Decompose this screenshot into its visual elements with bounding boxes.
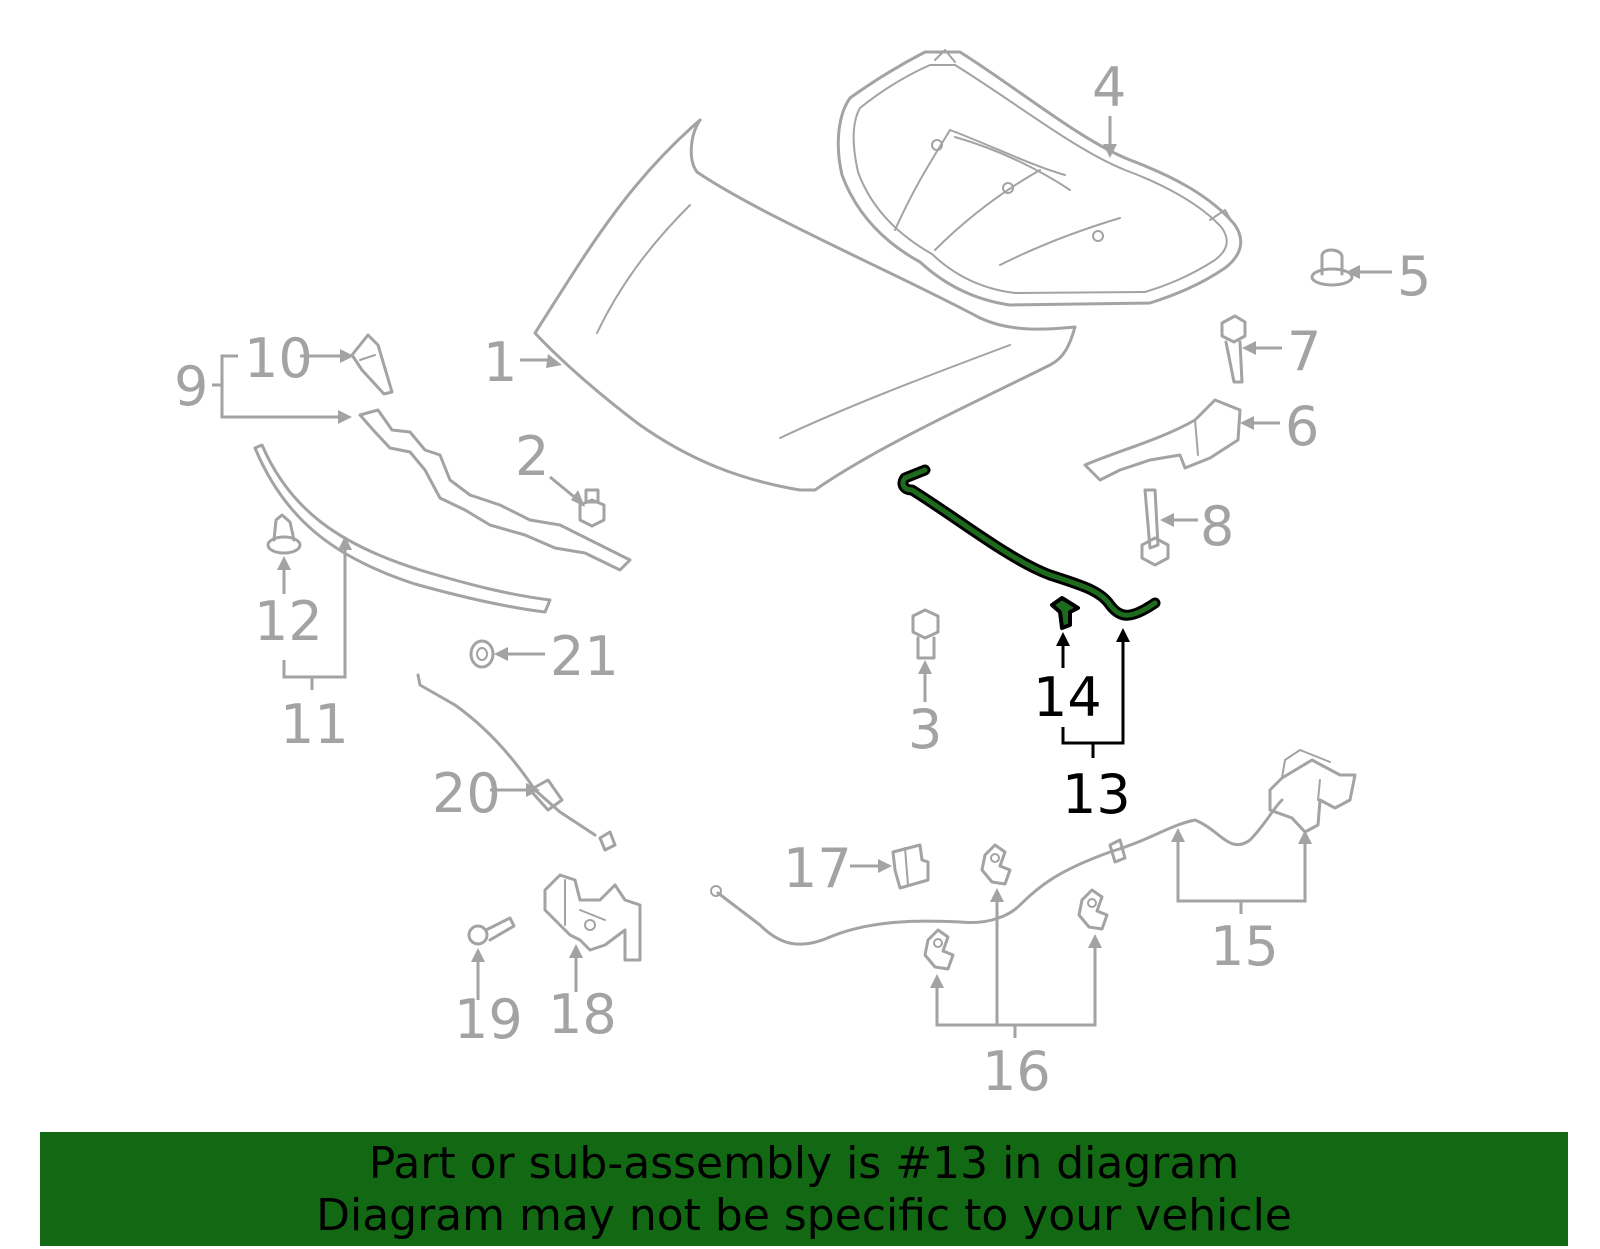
highlight-fill xyxy=(900,467,1158,618)
callout-11: 11 xyxy=(280,693,349,756)
callout-13: 13 xyxy=(1062,763,1131,826)
banner-line-1: Part or sub-assembly is #13 in diagram xyxy=(368,1138,1240,1189)
callout-3: 3 xyxy=(908,698,942,761)
bolt-2 xyxy=(578,488,606,528)
bolt-3 xyxy=(911,608,940,660)
hood-support-rod xyxy=(897,464,1161,621)
cable-clip-a xyxy=(980,843,1012,886)
callout-4: 4 xyxy=(1092,56,1126,119)
callout-2: 2 xyxy=(515,425,549,488)
cable-clip-c xyxy=(1077,888,1109,931)
cable-clip-b xyxy=(923,928,955,971)
callout-16: 16 xyxy=(982,1040,1051,1103)
nut-21 xyxy=(469,639,495,669)
hood-seal xyxy=(358,408,632,572)
push-clip xyxy=(1310,248,1354,287)
callout-1: 1 xyxy=(483,331,517,394)
callout-9: 9 xyxy=(174,355,208,418)
clip-12 xyxy=(266,513,302,555)
callout-19: 19 xyxy=(454,988,523,1051)
hood-bumper-bracket xyxy=(350,333,394,396)
callout-labels: 1 2 3 4 5 6 7 8 9 10 11 12 13 14 15 16 1… xyxy=(174,56,1431,1103)
hood-panel xyxy=(533,118,1077,492)
release-handle xyxy=(1268,749,1357,834)
bolt-7 xyxy=(1220,314,1247,384)
callout-18: 18 xyxy=(548,983,617,1046)
grommet-14 xyxy=(1050,596,1080,630)
callout-15: 15 xyxy=(1210,915,1279,978)
hood-latch xyxy=(543,873,642,962)
callout-12: 12 xyxy=(254,590,323,653)
callout-6: 6 xyxy=(1285,395,1319,458)
info-banner: Part or sub-assembly is #13 in diagram D… xyxy=(40,1132,1568,1246)
leader-lines-highlight xyxy=(1056,628,1130,758)
callout-14: 14 xyxy=(1033,666,1102,729)
callout-21: 21 xyxy=(550,625,619,688)
release-cable xyxy=(710,798,1284,946)
leader-lines xyxy=(212,116,1392,1038)
callout-20: 20 xyxy=(432,762,501,825)
clip-17 xyxy=(891,843,930,890)
callout-7: 7 xyxy=(1287,320,1321,383)
callout-5: 5 xyxy=(1397,245,1431,308)
callout-17: 17 xyxy=(783,837,852,900)
banner-line-2: Diagram may not be specific to your vehi… xyxy=(316,1190,1292,1241)
bolt-19 xyxy=(467,916,516,946)
hood-insulator xyxy=(836,49,1243,307)
callout-10: 10 xyxy=(244,327,313,390)
bolt-8 xyxy=(1140,488,1170,567)
hinge-bracket xyxy=(1083,398,1242,482)
callout-8: 8 xyxy=(1200,495,1234,558)
